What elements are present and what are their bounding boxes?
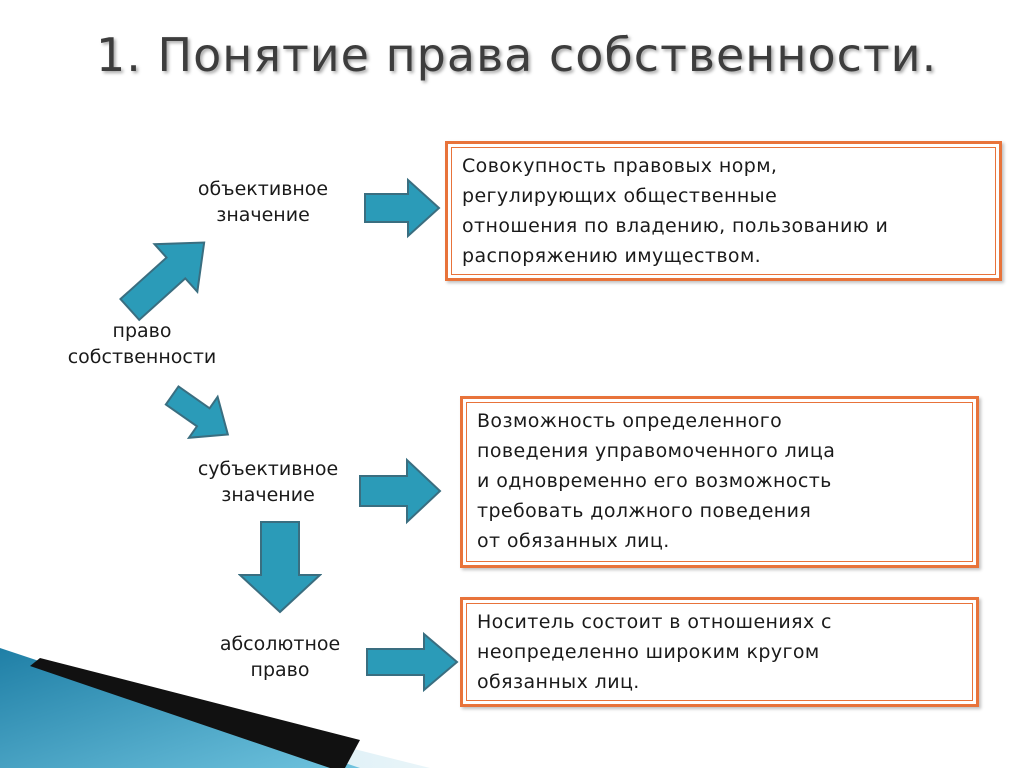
definition-line: Носитель состоит в отношениях с [477,611,832,633]
arrow-right-subjective-icon [359,457,442,525]
definition-line: поведения управомоченного лица [477,440,836,462]
definition-line: от обязанных лиц. [477,530,670,552]
definition-line: Возможность определенного [477,410,783,432]
definition-line: обязанных лиц. [477,671,640,693]
definition-absolute-text: Носитель состоит в отношениях с неопреде… [466,603,973,701]
definition-box-objective: Совокупность правовых норм, регулирующих… [445,141,1002,281]
node-objective-line-1: объективное [197,178,329,200]
definition-line: отношения по владению, пользованию и [462,215,889,237]
arrow-right-objective-icon [364,177,441,239]
node-absolute-line-1: абсолютное [219,633,341,655]
node-subjective: субъективное значение [176,456,360,508]
node-absolute-line-2: право [250,659,310,681]
page-title: 1. Понятие права собственности. [96,28,938,82]
node-root-line-1: право [112,320,172,342]
definition-line: распоряжению имуществом. [462,245,762,267]
definition-objective-text: Совокупность правовых норм, регулирующих… [451,147,996,275]
node-objective: объективное значение [178,176,348,228]
arrow-down-right-icon [164,385,230,439]
arrow-down-icon [238,521,322,614]
definition-subjective-text: Возможность определенного поведения упра… [466,402,973,562]
definition-line: регулирующих общественные [462,185,778,207]
definition-box-absolute: Носитель состоит в отношениях с неопреде… [460,597,979,707]
node-root-line-2: собственности [67,346,217,368]
definition-line: Совокупность правовых норм, [462,155,778,177]
definition-line: и одновременно его возможность [477,470,832,492]
definition-line: требовать должного поведения [477,500,812,522]
node-root: право собственности [42,318,242,370]
node-subjective-line-2: значение [221,484,315,506]
arrow-up-right-icon [119,241,206,322]
node-absolute: абсолютное право [196,631,364,683]
node-objective-line-2: значение [216,204,310,226]
definition-line: неопределенно широким кругом [477,641,820,663]
definition-box-subjective: Возможность определенного поведения упра… [460,396,979,568]
node-subjective-line-1: субъективное [197,458,339,480]
arrow-right-absolute-icon [366,631,459,693]
